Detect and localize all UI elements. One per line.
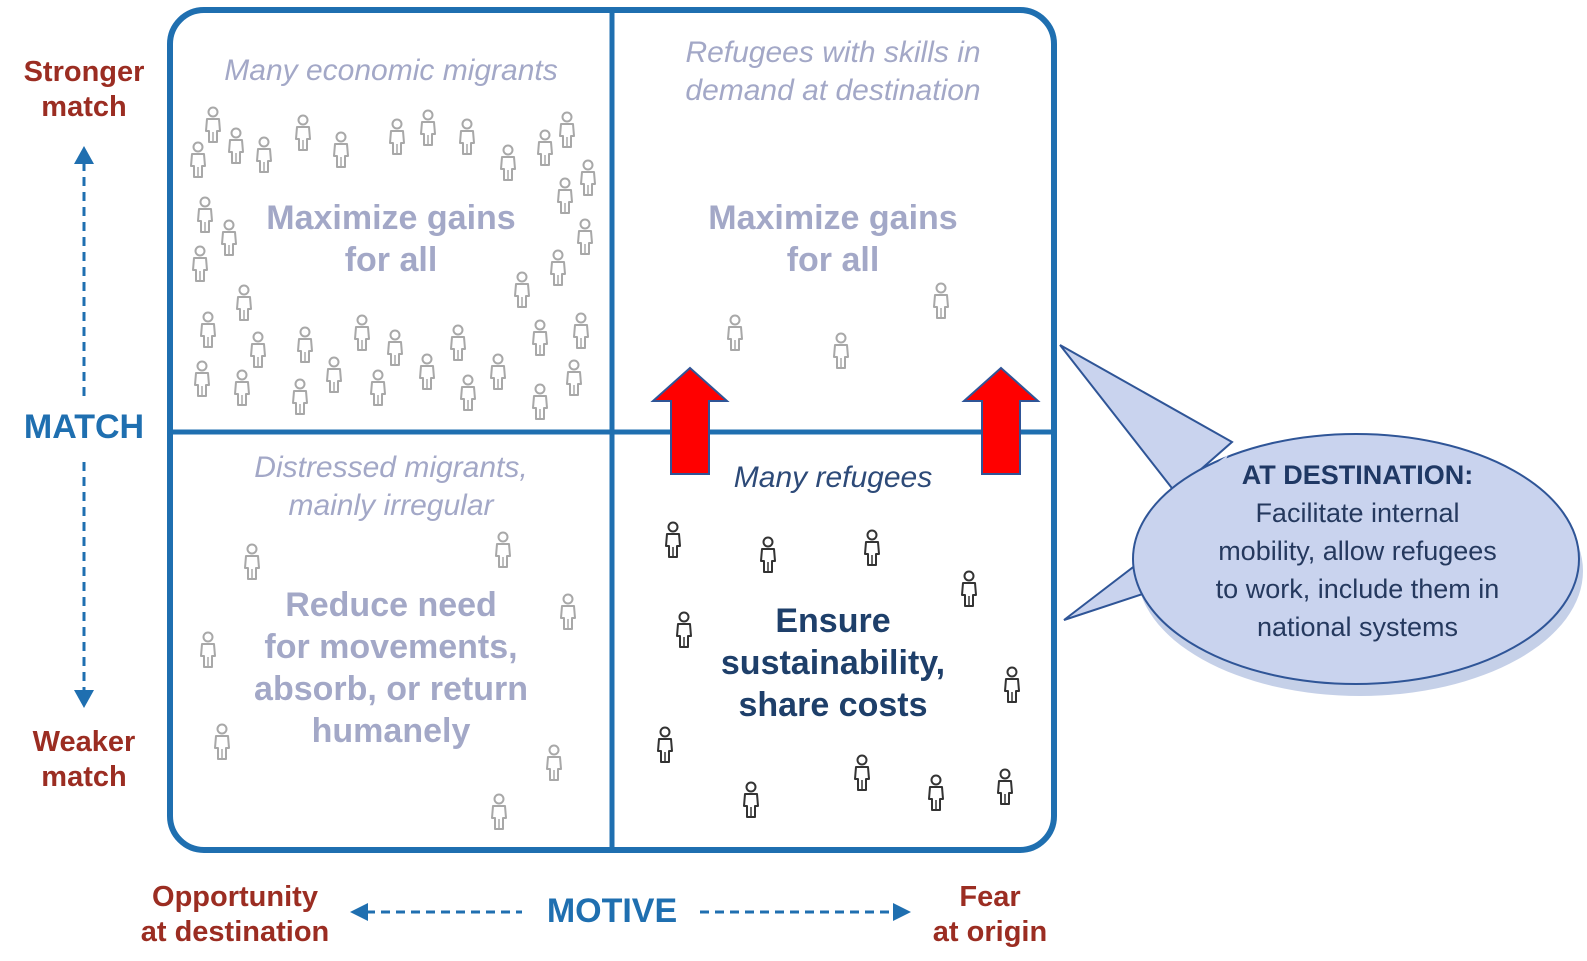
person-icon [387, 329, 403, 366]
person-icon [854, 754, 870, 791]
quadrant-top-right-action: Maximize gains for all [708, 199, 958, 279]
match-axis-arrow [74, 146, 94, 708]
person-icon [236, 284, 252, 321]
person-icon [997, 768, 1013, 805]
up-arrow-icon [650, 366, 730, 475]
person-icon [580, 159, 596, 196]
y-axis-label: MATCH [23, 408, 145, 446]
person-icon [460, 374, 476, 411]
quadrant-bottom-right-subtitle: Many refugees [733, 461, 933, 494]
person-icon [234, 369, 250, 406]
person-icon [566, 359, 582, 396]
quadrant-top-left-subtitle: Many economic migrants [224, 54, 558, 87]
quadrant-bottom-left-subtitle: Distressed migrants, mainly irregular [254, 451, 528, 522]
person-icon [297, 326, 313, 363]
person-icon [190, 141, 206, 178]
quadrant-bottom-left-action: Reduce need for movements, absorb, or re… [254, 586, 528, 750]
person-icon [665, 521, 681, 558]
person-icon [532, 319, 548, 356]
person-icon [537, 129, 553, 166]
person-icon [495, 531, 511, 568]
person-icon [420, 109, 436, 146]
x-axis-right-label: Fear at origin [932, 881, 1048, 948]
person-icon [450, 324, 466, 361]
callout-title: AT DESTINATION: [1241, 460, 1474, 490]
person-icon [573, 312, 589, 349]
person-icon [228, 127, 244, 164]
person-icon [250, 331, 266, 368]
person-icon [532, 383, 548, 420]
person-icon [559, 111, 575, 148]
person-icon [295, 114, 311, 151]
quadrant-top-right-subtitle: Refugees with skills in demand at destin… [685, 36, 981, 107]
callout-text: AT DESTINATION: Facilitate internal mobi… [1145, 456, 1570, 646]
person-icon [864, 529, 880, 566]
person-icon [244, 543, 260, 580]
y-axis-top-label: Stronger match [23, 56, 145, 123]
motive-axis-arrow [350, 903, 911, 921]
quadrant-top-left-action: Maximize gains for all [266, 199, 516, 279]
person-icon [760, 536, 776, 573]
person-icon [194, 360, 210, 397]
person-icon [928, 774, 944, 811]
person-icon [727, 314, 743, 351]
callout-bubble [1059, 344, 1583, 696]
person-icon [292, 378, 308, 415]
x-axis-left-label: Opportunity at destination [140, 881, 330, 948]
person-icon [370, 369, 386, 406]
person-icon [326, 356, 342, 393]
person-icon [743, 781, 759, 818]
person-icon [389, 118, 405, 155]
person-icon [205, 106, 221, 143]
person-icon [491, 793, 507, 830]
x-axis-label: MOTIVE [546, 892, 678, 930]
quadrant-bottom-right-action: Ensure sustainability, share costs [720, 602, 946, 724]
person-icon [354, 314, 370, 351]
callout-body: Facilitate internal mobility, allow refu… [1215, 498, 1500, 642]
person-icon [833, 332, 849, 369]
person-icon [500, 144, 516, 181]
up-arrow-icon [961, 366, 1041, 475]
person-icon [657, 726, 673, 763]
person-icon [200, 311, 216, 348]
person-icon [333, 131, 349, 168]
person-icon [459, 118, 475, 155]
person-icon [490, 353, 506, 390]
person-icon [256, 136, 272, 173]
person-icon [419, 353, 435, 390]
person-icon [933, 282, 949, 319]
y-axis-bottom-label: Weaker match [32, 726, 136, 793]
